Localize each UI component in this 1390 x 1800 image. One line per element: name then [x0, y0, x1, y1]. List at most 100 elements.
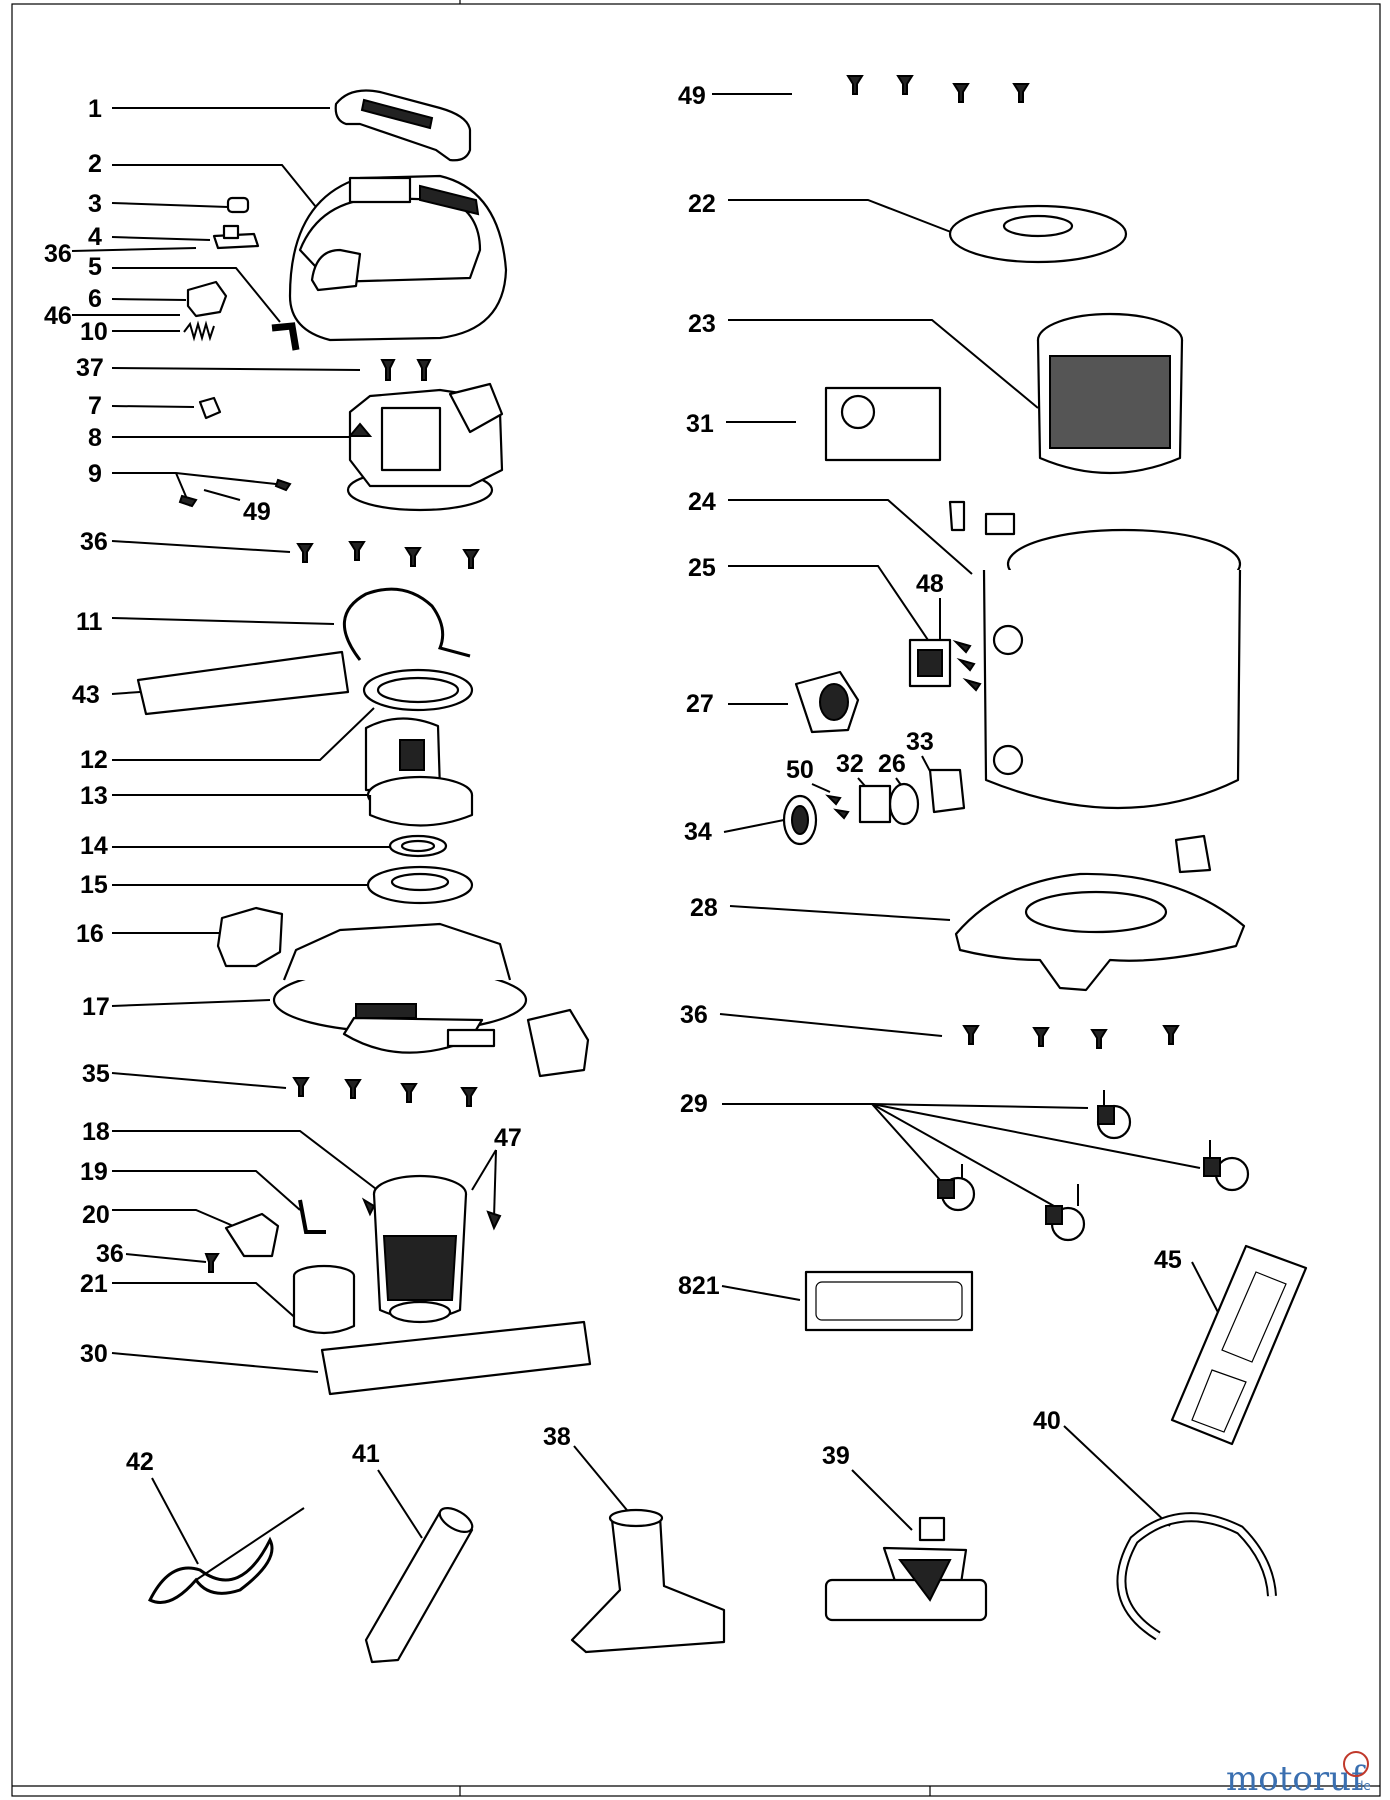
part-47-screws [361, 1197, 502, 1231]
part-26-oring [888, 782, 920, 826]
label-25: 25 [688, 554, 716, 582]
part-27-inlet-cap [794, 670, 860, 734]
label-821: 821 [678, 1272, 720, 1300]
label-38: 38 [543, 1423, 571, 1451]
label-14: 14 [80, 832, 108, 860]
part-37-screws [380, 359, 432, 381]
part-16-latch [216, 906, 284, 968]
part-2-lid-head [288, 174, 508, 342]
label-28: 28 [690, 894, 718, 922]
part-39-floor-tool [824, 1516, 988, 1622]
label-36-mid: 36 [80, 528, 108, 556]
part-1-handle [334, 89, 472, 162]
label-47: 47 [494, 1124, 522, 1152]
label-4: 4 [88, 223, 102, 251]
label-43: 43 [72, 681, 100, 709]
part-14-seal [388, 834, 448, 858]
label-22: 22 [688, 190, 716, 218]
label-20: 20 [82, 1201, 110, 1229]
label-37: 37 [76, 354, 104, 382]
label-7: 7 [88, 392, 102, 420]
part-48-screws [952, 639, 982, 692]
part-11-wire-clip [343, 587, 471, 661]
label-49-top: 49 [678, 82, 706, 110]
label-42: 42 [126, 1448, 154, 1476]
label-45: 45 [1154, 1246, 1182, 1274]
part-34-nut [782, 794, 818, 846]
part-12-gasket [362, 668, 474, 712]
label-41: 41 [352, 1440, 380, 1468]
left-column-labels: 1 2 3 4 36 5 6 46 10 37 7 8 9 49 36 11 4… [44, 95, 1061, 1476]
part-22-lid-seal [948, 204, 1128, 264]
part-7-clip [198, 396, 222, 420]
label-48: 48 [916, 570, 944, 598]
label-36-upper: 36 [44, 240, 72, 268]
part-31-plate [824, 386, 942, 462]
part-33-port [928, 768, 966, 814]
part-19-hook [298, 1199, 326, 1234]
label-34: 34 [684, 818, 712, 846]
part-38-upholstery-tool [570, 1508, 726, 1654]
part-17-base-plate [272, 922, 528, 1054]
label-31: 31 [686, 410, 714, 438]
part-30-label-strip [320, 1320, 592, 1396]
label-26: 26 [878, 750, 906, 778]
label-49-lower: 49 [243, 498, 271, 526]
label-9: 9 [88, 460, 102, 488]
part-45-label [1170, 1244, 1308, 1446]
part-4-bracket [212, 224, 260, 250]
label-17: 17 [82, 993, 110, 1021]
part-821-label [804, 1270, 974, 1332]
label-40: 40 [1033, 1407, 1061, 1435]
part-28-caster-base [954, 834, 1246, 992]
part-24-drum-clips [948, 500, 1016, 536]
label-36-low: 36 [96, 1240, 124, 1268]
label-16: 16 [76, 920, 104, 948]
part-42-wire [147, 1507, 305, 1604]
part-5-hose-bend [271, 322, 300, 351]
part-49-screws-top [846, 75, 1030, 103]
label-1: 1 [88, 95, 102, 123]
label-13: 13 [80, 782, 108, 810]
part-50-screws [825, 794, 850, 820]
part-10-spring [183, 320, 215, 342]
part-18-filter-cage [372, 1174, 468, 1324]
label-29: 29 [680, 1090, 708, 1118]
part-24-drum [982, 528, 1242, 810]
label-23: 23 [688, 310, 716, 338]
leader-lines [71, 93, 1223, 1565]
part-21-cartridge [292, 1264, 356, 1335]
label-5: 5 [88, 253, 102, 281]
label-18: 18 [82, 1118, 110, 1146]
watermark-logo: motoruf .de [1226, 1751, 1371, 1799]
part-35-screws [292, 1077, 478, 1107]
part-43-label-strip [136, 650, 350, 716]
label-11: 11 [76, 608, 103, 636]
label-21: 21 [80, 1270, 108, 1298]
part-41-crevice-tool [364, 1506, 474, 1664]
part-32-flange [858, 784, 892, 824]
watermark-suffix: .de [1352, 1779, 1371, 1793]
part-20-scoop [224, 1212, 280, 1258]
label-19: 19 [80, 1158, 108, 1186]
part-9-screws [178, 478, 292, 508]
page-frame [11, 3, 1381, 1797]
part-36-screws-right [962, 1025, 1180, 1049]
watermark-text: motoruf [1226, 1759, 1366, 1799]
label-32: 32 [836, 750, 864, 778]
part-40-hose [1116, 1512, 1277, 1641]
label-3: 3 [88, 190, 102, 218]
part-29-casters [937, 1090, 1250, 1242]
label-36-right: 36 [680, 1001, 708, 1029]
label-50: 50 [786, 756, 814, 784]
part-16b-latch-cover [526, 1008, 590, 1078]
label-39: 39 [822, 1442, 850, 1470]
label-12: 12 [80, 746, 108, 774]
part-25-port-flange [908, 638, 952, 688]
label-10: 10 [80, 318, 108, 346]
part-3-switch-cap [226, 196, 250, 214]
label-27: 27 [686, 690, 714, 718]
label-8: 8 [88, 424, 102, 452]
part-23-cartridge-filter [1036, 312, 1184, 475]
